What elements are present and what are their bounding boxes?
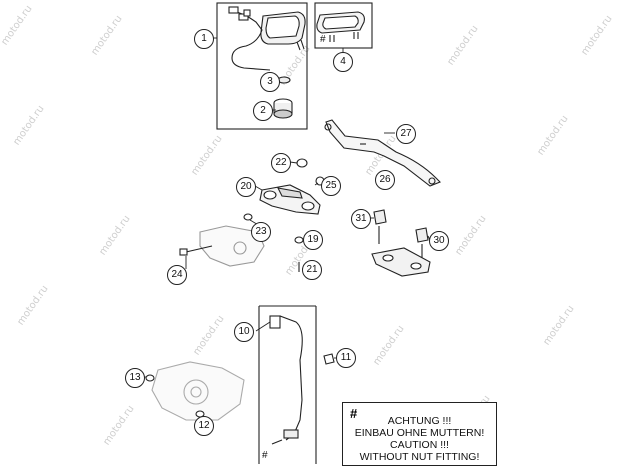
- callout-25: 25: [321, 176, 341, 196]
- rubber-buffer: [415, 227, 429, 243]
- callout-13: 13: [125, 368, 145, 388]
- speed-sensor-cable: [269, 315, 303, 445]
- handlebar-clamp: [259, 184, 321, 215]
- hash-mark: #: [320, 34, 326, 45]
- callout-12: 12: [194, 416, 214, 436]
- note-line-4: WITHOUT NUT FITTING!: [359, 451, 480, 463]
- wheel-hub-sketch: [151, 361, 245, 421]
- callout-27: 27: [396, 124, 416, 144]
- warning-note: # ACHTUNG !!! EINBAU OHNE MUTTERN! CAUTI…: [342, 402, 497, 466]
- callout-4: 4: [333, 52, 353, 72]
- note-line-1: ACHTUNG !!!: [387, 415, 452, 427]
- callout-21: 21: [302, 260, 322, 280]
- speedometer-unit: [260, 11, 306, 51]
- callout-10: 10: [234, 322, 254, 342]
- callout-26: 26: [375, 170, 395, 190]
- bolt: [185, 245, 213, 253]
- fork-bridge-sketch: [199, 225, 265, 267]
- washer: [243, 213, 253, 221]
- callout-30: 30: [429, 231, 449, 251]
- note-line-3: CAUTION !!!: [390, 439, 449, 451]
- hash-mark: #: [262, 450, 268, 461]
- callout-24: 24: [167, 265, 187, 285]
- assembly-box-4: [314, 2, 373, 49]
- rubber-buffer: [373, 209, 387, 225]
- callout-23: 23: [251, 222, 271, 242]
- callout-31: 31: [351, 209, 371, 229]
- callout-19: 19: [303, 230, 323, 250]
- note-line-2: EINBAU OHNE MUTTERN!: [354, 427, 485, 439]
- callout-2: 2: [253, 101, 273, 121]
- mounting-bracket: [324, 119, 441, 187]
- callout-3: 3: [260, 72, 280, 92]
- nut: [323, 353, 335, 365]
- note-hash: #: [350, 406, 358, 421]
- callout-22: 22: [271, 153, 291, 173]
- wiring-harness: [231, 9, 271, 71]
- o-ring: [145, 374, 155, 382]
- callout-20: 20: [236, 177, 256, 197]
- callout-1: 1: [194, 29, 214, 49]
- assembly-box-1: [216, 2, 308, 130]
- rubber-bushing: [273, 98, 293, 119]
- callout-11: 11: [336, 348, 356, 368]
- washer: [294, 236, 304, 244]
- rubber-grommet: [296, 158, 308, 168]
- holding-plate: [371, 247, 431, 277]
- speedometer-cover: [316, 11, 365, 42]
